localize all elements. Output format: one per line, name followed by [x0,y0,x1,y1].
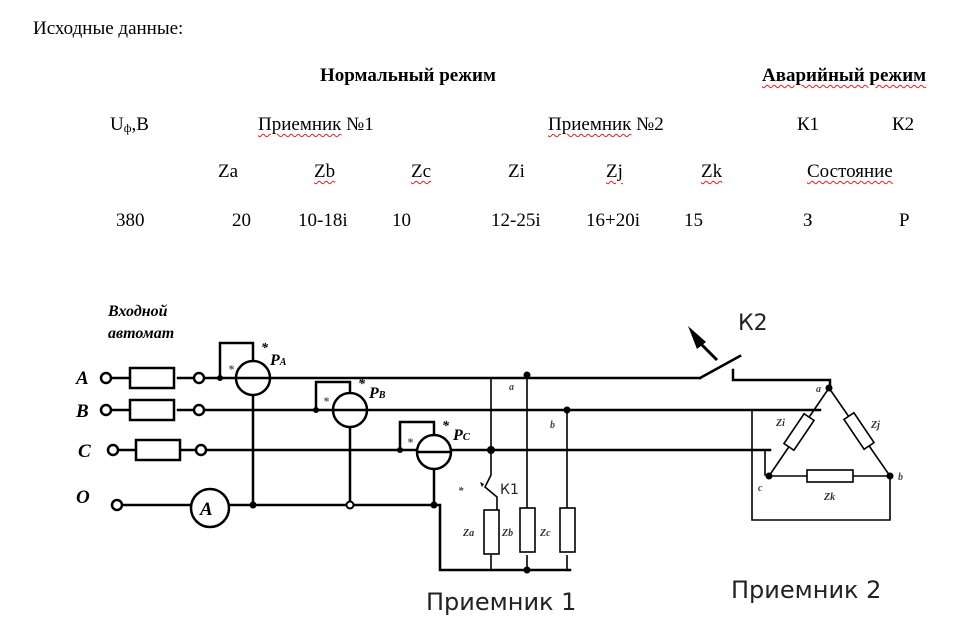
input-breaker-label-2: автомат [108,325,174,342]
zk-resistor [806,469,854,483]
zj-resistor [842,411,876,451]
zb-label: Zb [501,528,513,539]
node-c-label-r2: c [758,483,763,494]
heading: Исходные данные: [33,18,184,39]
receiver1-caption: Приемник 1 [426,588,576,616]
pa-label: PA [269,352,287,369]
zi-resistor [782,412,816,452]
col-zc: Zc [411,161,432,182]
wattmeter-b-voltage-coil-loop [314,380,352,410]
pa-star: * [261,341,269,356]
wattmeter-a-voltage-coil-loop [218,341,255,378]
value-k1-state: З [803,210,813,231]
phase-b-to-delta [739,409,891,521]
value-k2-state: Р [899,210,910,231]
terminal-a-out [192,371,206,385]
k2-arrow-icon [688,326,719,362]
input-breaker-label-1: Входной [107,303,168,320]
phase-c-to-delta [744,449,766,476]
terminal-o-in [110,498,124,512]
breaker-b [128,398,176,422]
node-a-label-r2: a [816,384,821,395]
node-b-label-r2: b [898,472,903,483]
col-zb: Zb [314,161,336,182]
k1-header: К1 [797,114,820,135]
col-za: Za [218,161,239,182]
receiver1-header: Приемник №1 [258,114,374,135]
zj-label: Zj [870,420,880,431]
pc-star: * [442,419,450,434]
col-zj: Zj [606,161,623,182]
state-header: Состояние [807,161,893,182]
terminal-b-out [192,403,206,417]
k1-star: * [458,485,464,497]
breaker-c [134,438,182,462]
k2-switch-wire [698,354,832,390]
emergency-mode-header: Аварийный режим [762,65,927,86]
phase-c-label: C [78,441,91,462]
pc-star-2: * [407,435,414,449]
wattmeter-c-voltage-coil-loop [398,420,436,450]
za-resistor [483,509,500,555]
terminal-b-in [99,403,113,417]
col-zi: Zi [508,161,525,182]
pb-star: * [358,377,366,392]
za-label: Za [462,528,474,539]
neutral-label: O [76,487,90,508]
zi-label: Zi [775,418,785,429]
col-zk: Zk [701,161,723,182]
node-a-label-r1: a [509,382,514,393]
pb-star-2: * [323,394,330,408]
phase-b-label: B [75,401,89,422]
k2-label: К2 [738,311,768,336]
value-zb: 10-18i [298,210,348,231]
za-branch [484,378,498,570]
zk-label: Zk [823,492,835,503]
zb-resistor [519,507,536,553]
pa-star-2: * [228,362,235,376]
pc-label: PC [452,427,471,444]
receiver2-header: Приемник №2 [548,114,664,135]
phase-a-label: A [75,368,89,389]
node-b-label-r1: b [550,420,555,431]
normal-mode-header: Нормальный режим [320,65,496,86]
pb-label: PB [368,385,386,402]
value-zc: 10 [392,210,411,231]
value-za: 20 [232,210,251,231]
k1-contact-icon [480,482,484,487]
k1-label: К1 [500,482,519,498]
phase-voltage-label: Uф,В [110,114,149,135]
value-zk: 15 [684,210,703,231]
value-zj: 16+20i [586,210,640,231]
terminal-c-in [106,443,120,457]
value-u: 380 [116,210,145,231]
zc-resistor [559,507,576,553]
k2-header: К2 [892,114,915,135]
zc-label: Zc [539,528,551,539]
value-zi: 12-25i [491,210,541,231]
terminal-c-out [194,443,208,457]
receiver2-caption: Приемник 2 [731,576,881,604]
ammeter-icon [189,487,231,529]
terminal-a-in [99,371,113,385]
ammeter-label: A [199,499,213,520]
breaker-a [128,366,176,390]
